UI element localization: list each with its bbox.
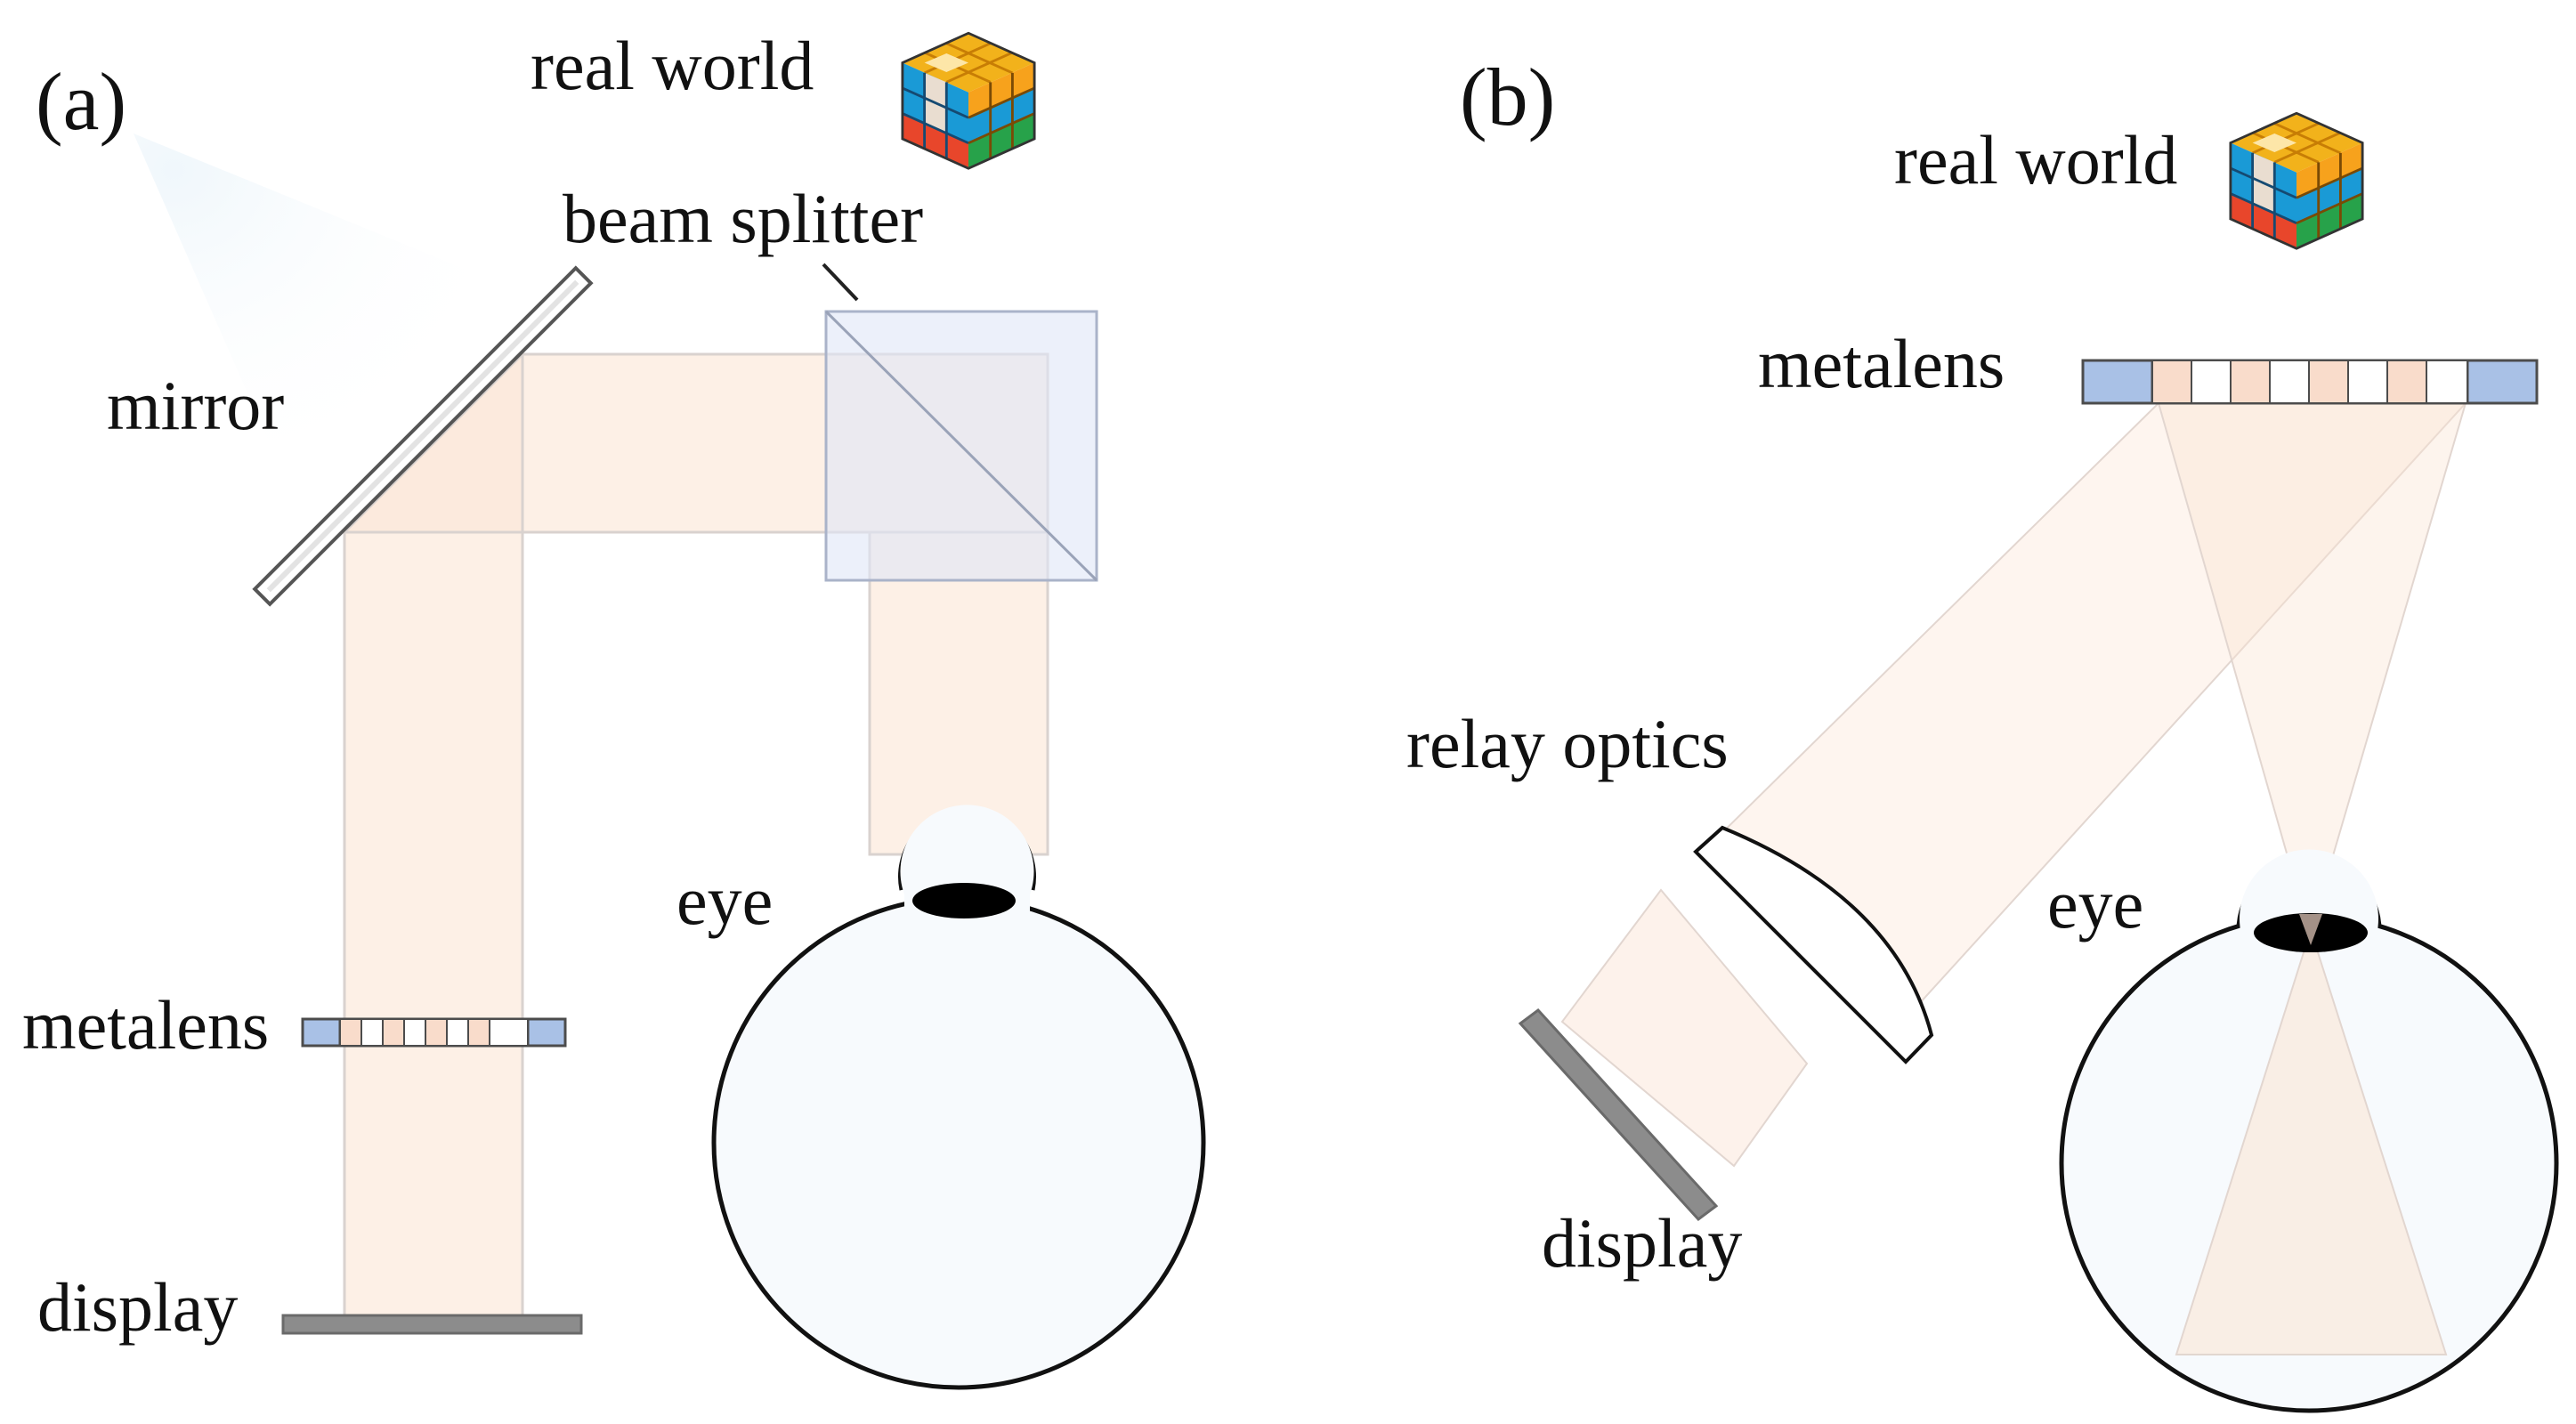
beam-splitter-pointer — [822, 263, 859, 302]
beam-display-relay — [1560, 888, 1809, 1168]
panel-a: (a) beam splitter mirror real world — [22, 27, 1206, 1390]
panel-b: (b) real world relay optics display m — [1406, 52, 2559, 1413]
eye-label-a: eye — [676, 862, 773, 939]
real-world-label-b: real world — [1894, 121, 2177, 198]
beam-splitter-diagonal — [824, 310, 1098, 582]
panel-a-label: (a) — [36, 56, 126, 147]
metalens-label-b: metalens — [1758, 325, 2005, 402]
display-label-a: display — [37, 1268, 238, 1346]
eye-label-b: eye — [2047, 865, 2143, 943]
relay-optics-label: relay optics — [1406, 705, 1729, 782]
panel-b-label: (b) — [1460, 52, 1555, 142]
real-world-label-a: real world — [531, 27, 814, 104]
display-label-b: display — [1542, 1204, 1742, 1282]
beam-splitter-label: beam splitter — [563, 180, 923, 257]
beam-vertical-right — [868, 530, 1049, 856]
rubiks-cube-icon — [2229, 111, 2364, 250]
metalens-b — [2081, 359, 2539, 405]
metalens-a — [301, 1017, 567, 1048]
display-a — [281, 1314, 583, 1335]
ambient-glow — [134, 134, 534, 498]
beam-mirror-fold — [341, 351, 524, 534]
mirror — [252, 265, 594, 607]
pupil-a — [912, 883, 1016, 918]
retina-cone — [2175, 926, 2448, 1355]
relay-optics — [1693, 825, 1934, 1064]
rubiks-cube-icon — [901, 31, 1036, 170]
pupil-focus — [2299, 914, 2322, 945]
mirror-label: mirror — [107, 367, 284, 444]
metalens-label-a: metalens — [22, 986, 269, 1064]
beam-vertical-left — [343, 530, 524, 1317]
eye-b — [2059, 849, 2559, 1413]
eye-a — [711, 805, 1206, 1390]
display-b — [1518, 1007, 1719, 1222]
